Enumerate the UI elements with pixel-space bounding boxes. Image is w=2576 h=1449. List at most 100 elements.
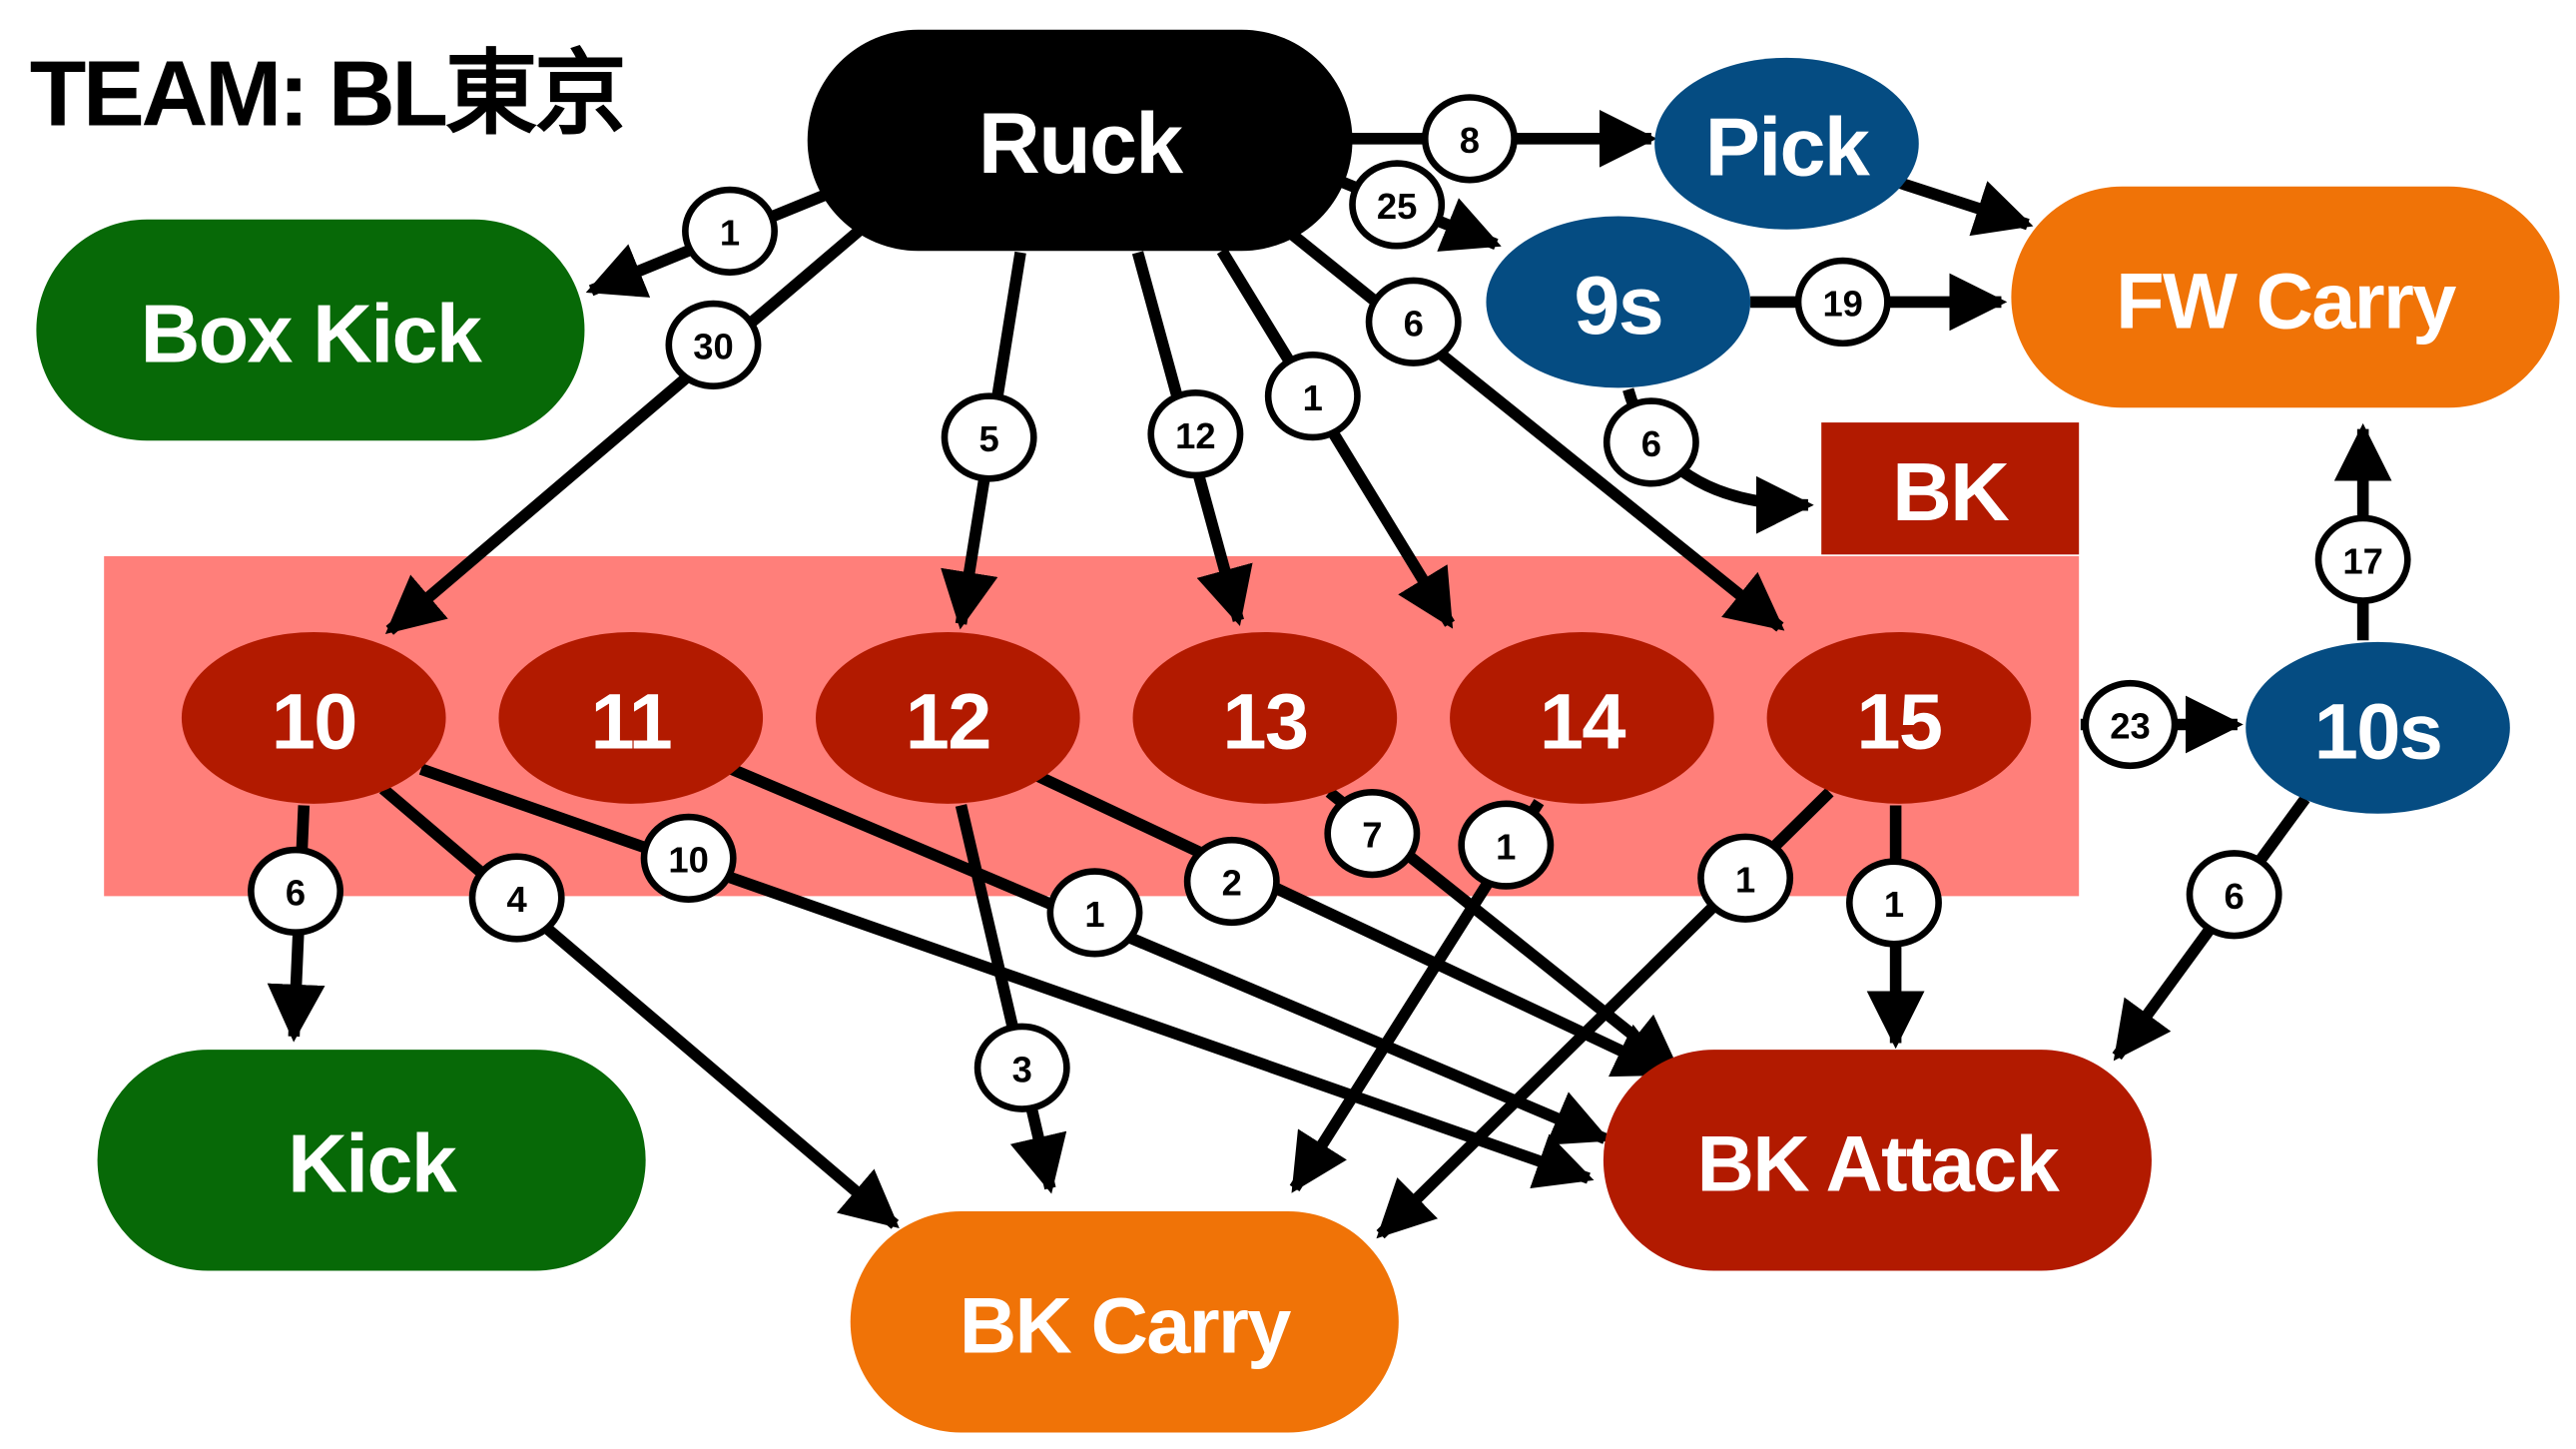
edge-badge-circle	[468, 853, 565, 943]
edge-count-label: 7	[1362, 815, 1382, 856]
edge-count-badge: 6	[248, 846, 343, 937]
edge-count-badge: 1	[1845, 858, 1942, 948]
edge-count-label: 1	[1735, 859, 1755, 900]
node-p13[interactable]: 13	[1132, 631, 1398, 804]
node-fwcarry[interactable]: FW Carry	[2011, 186, 2560, 408]
node-shape	[1132, 631, 1398, 804]
edge-badge-circle	[1845, 858, 1942, 948]
node-p10[interactable]: 10	[181, 631, 446, 804]
edge-ruck-to-p15	[1284, 226, 1785, 632]
node-label: BK Carry	[960, 1281, 1291, 1370]
edge-p12-to-bkcarry	[955, 804, 1067, 1194]
node-label: 13	[1222, 677, 1307, 766]
edge-badge-circle	[1349, 160, 1446, 250]
node-label: 9s	[1574, 259, 1662, 352]
node-shape	[498, 631, 764, 804]
edge-count-badge: 25	[1349, 160, 1446, 250]
node-label: Pick	[1705, 101, 1871, 194]
edge-p10-to-bkcarry	[378, 784, 900, 1229]
edge-count-label: 23	[2110, 706, 2150, 747]
edge-badge-circle	[682, 186, 778, 276]
edge-count-label: 6	[1641, 423, 1661, 464]
edge-badge-circle	[1046, 868, 1143, 958]
node-p12[interactable]: 12	[816, 631, 1080, 804]
node-shape	[2246, 641, 2510, 814]
edge-count-badge: 4	[468, 853, 565, 943]
edge-count-label: 12	[1175, 415, 1215, 456]
edge-count-label: 1	[1884, 884, 1904, 925]
edge-count-badge: 1	[682, 186, 778, 276]
node-shape	[2011, 186, 2560, 408]
edge-badge-circle	[640, 813, 737, 903]
edge-count-badge: 2	[1183, 836, 1280, 927]
edge-count-badge: 1	[1697, 833, 1794, 923]
node-shape	[1766, 631, 2032, 804]
edge-badge-circle	[1697, 833, 1794, 923]
node-label: Kick	[288, 1117, 458, 1210]
edge-count-label: 6	[286, 873, 306, 914]
node-shape	[807, 29, 1353, 252]
edge-count-badge: 30	[665, 300, 762, 390]
edge-badge-circle	[1324, 788, 1421, 879]
edge-count-label: 6	[1404, 303, 1424, 344]
node-boxkick[interactable]: Box Kick	[36, 219, 585, 441]
node-bkcarry[interactable]: BK Carry	[850, 1211, 1399, 1433]
edge-p12-to-bkattack	[1034, 770, 1673, 1079]
node-label: BK	[1892, 445, 2009, 538]
edge-badge-circle	[941, 392, 1037, 482]
node-tens[interactable]: 10s	[2246, 641, 2510, 814]
node-p15[interactable]: 15	[1766, 631, 2032, 804]
node-shape	[1486, 216, 1751, 388]
node-shape	[1450, 631, 1714, 804]
node-label: FW Carry	[2116, 256, 2456, 345]
node-label: Ruck	[978, 96, 1183, 192]
edge-p11-to-bkattack	[729, 763, 1610, 1145]
node-pick[interactable]: Pick	[1654, 57, 1919, 230]
edge-count-label: 3	[1012, 1049, 1032, 1089]
edge-count-label: 10	[668, 840, 708, 881]
node-shape	[1821, 422, 2080, 555]
edge-badge-circle	[973, 1023, 1070, 1112]
node-bkattack[interactable]: BK Attack	[1603, 1050, 2152, 1271]
node-shape	[1603, 1050, 2152, 1271]
edge-count-label: 1	[1084, 894, 1104, 935]
edge-count-label: 1	[720, 213, 740, 254]
edge-badge-circle	[2082, 679, 2179, 770]
node-shape	[1654, 57, 1919, 230]
node-label: 10	[272, 677, 356, 766]
edge-count-badge: 6	[2186, 850, 2282, 940]
edge-count-badge: 17	[2314, 514, 2411, 604]
edge-badge-circle	[248, 846, 343, 937]
edge-count-label: 6	[2225, 876, 2245, 917]
edge-badge-circle	[2314, 514, 2411, 604]
edge-count-label: 2	[1222, 863, 1242, 904]
edge-count-badge: 12	[1147, 389, 1244, 479]
node-kick[interactable]: Kick	[97, 1050, 646, 1271]
edge-ruck-to-p10	[384, 226, 863, 635]
edge-count-label: 17	[2342, 540, 2382, 581]
node-label: 10s	[2314, 687, 2441, 776]
node-p14[interactable]: 14	[1450, 631, 1714, 804]
edge-count-badge: 6	[1603, 397, 1699, 487]
edge-count-badge: 3	[973, 1023, 1070, 1112]
node-label: Box Kick	[141, 287, 483, 379]
node-p11[interactable]: 11	[498, 631, 764, 804]
edge-count-badge: 19	[1794, 257, 1891, 348]
node-label: 11	[590, 677, 671, 766]
node-label: 15	[1856, 677, 1941, 766]
edge-count-badge: 1	[1458, 800, 1555, 890]
edge-count-label: 5	[979, 418, 999, 459]
node-ruck[interactable]: Ruck	[807, 29, 1353, 252]
node-shape	[850, 1211, 1399, 1433]
edge-count-badge: 5	[941, 392, 1037, 482]
edge-badge-circle	[1794, 257, 1891, 348]
edge-badge-circle	[665, 300, 762, 390]
edge-badge-circle	[1365, 277, 1462, 366]
edge-count-label: 30	[693, 327, 733, 367]
node-label: BK Attack	[1697, 1119, 2061, 1208]
node-bk[interactable]: BK	[1821, 422, 2080, 555]
node-nines[interactable]: 9s	[1486, 216, 1751, 388]
